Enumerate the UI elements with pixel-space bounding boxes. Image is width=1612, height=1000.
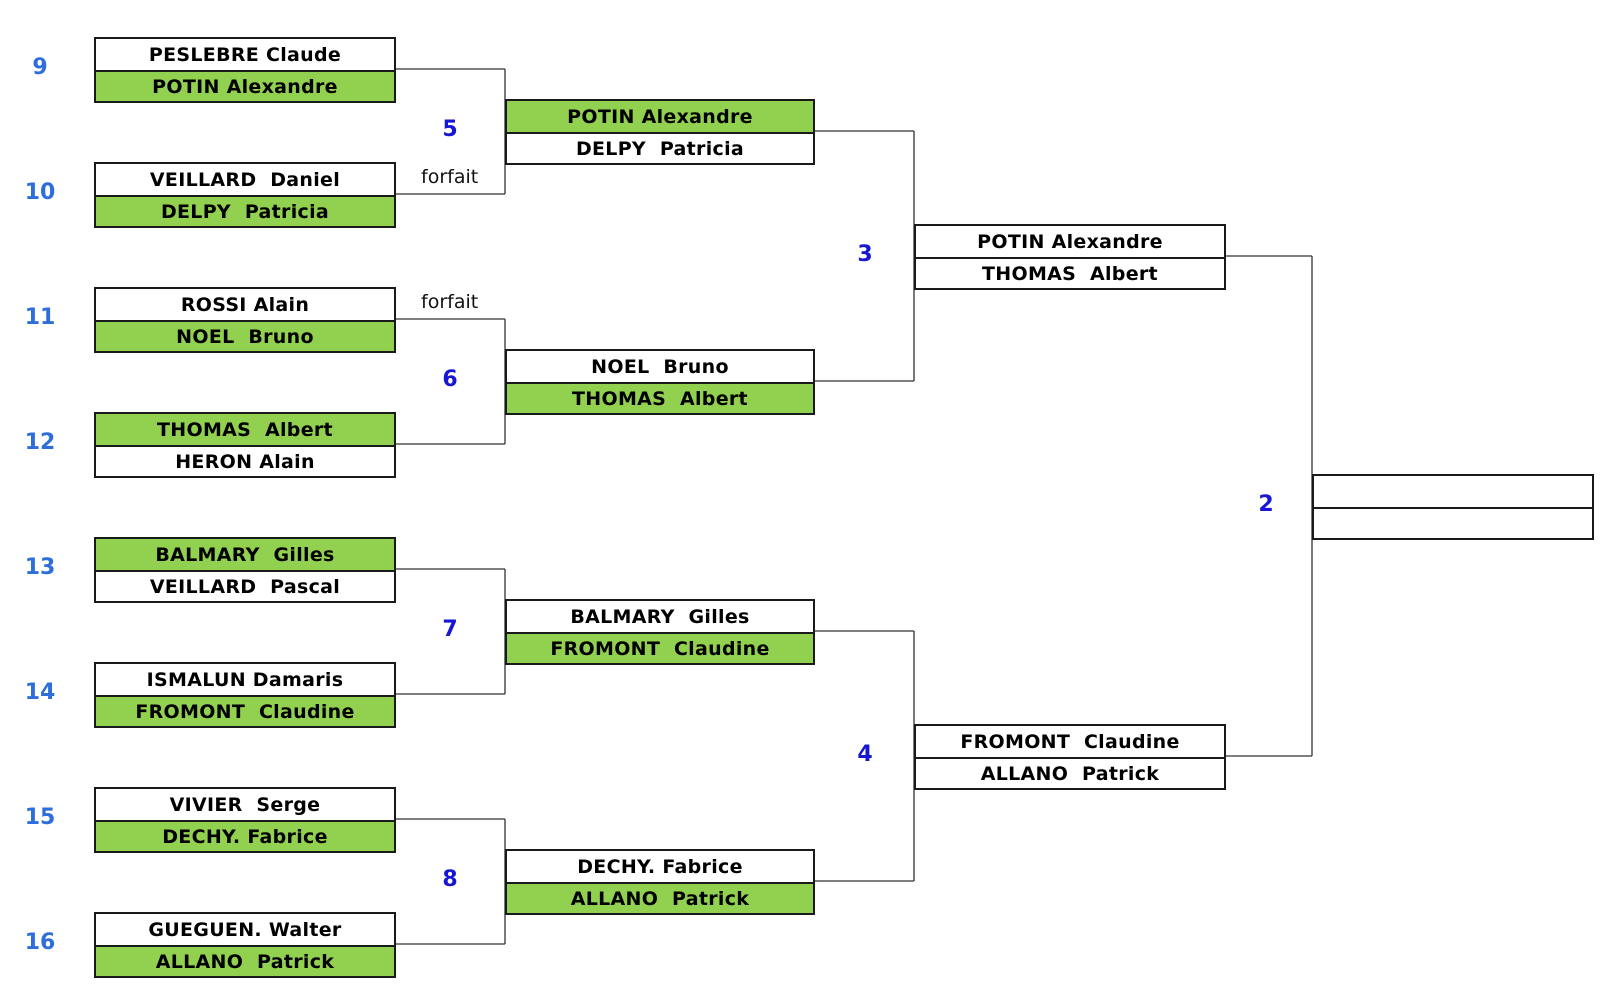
round1-match-1-top-player: PESLEBRE Claude <box>148 43 342 66</box>
seed-number: 10 <box>24 180 56 205</box>
round2-match-3-bottom-player: FROMONT Claudine <box>507 632 813 663</box>
match-number: 7 <box>442 617 458 642</box>
round1-match-1-bottom-player: POTIN Alexandre <box>96 70 394 101</box>
seed-number: 13 <box>24 555 56 580</box>
seed-number: 15 <box>24 805 56 830</box>
seed-number: 16 <box>24 930 56 955</box>
round1-match-5-bottom-player: VEILLARD Pascal <box>96 570 394 601</box>
final-match-box <box>1312 474 1594 540</box>
round1-match-4-top-player: THOMAS Albert <box>96 414 394 445</box>
round1-match-4-bottom-player: HERON Alain <box>96 445 394 476</box>
match-number: 4 <box>857 742 873 767</box>
round1-match-7-top-player: VIVIER Serge <box>169 793 321 816</box>
seed-number: 11 <box>24 305 56 330</box>
round2-match-3-top-player: BALMARY Gilles <box>570 605 750 628</box>
round1-match-2-bottom-player: DELPY Patricia <box>96 195 394 226</box>
round2-match-4-top-player: DECHY. Fabrice <box>577 855 743 878</box>
round1-match-6-bottom-player: FROMONT Claudine <box>96 695 394 726</box>
forfeit-note: forfait <box>421 291 479 313</box>
round1-match-3-top-player: ROSSI Alain <box>180 293 310 316</box>
match-number: 2 <box>1258 492 1274 517</box>
match-number: 6 <box>442 367 458 392</box>
round2-match-2-bottom-player: THOMAS Albert <box>507 382 813 413</box>
round3-match-1-top-player: POTIN Alexandre <box>977 230 1163 253</box>
seed-number: 9 <box>32 55 48 80</box>
seed-number: 14 <box>24 680 56 705</box>
seed-number: 12 <box>24 430 56 455</box>
round2-match-1-bottom-player: DELPY Patricia <box>507 132 813 163</box>
round1-match-7-bottom-player: DECHY. Fabrice <box>96 820 394 851</box>
round3-match-1-bottom-player: THOMAS Albert <box>916 257 1224 288</box>
round3-match-2-top-player: FROMONT Claudine <box>960 730 1180 753</box>
match-number: 8 <box>442 867 458 892</box>
round1-match-2-top-player: VEILLARD Daniel <box>149 168 341 191</box>
round1-match-3-bottom-player: NOEL Bruno <box>96 320 394 351</box>
match-number: 3 <box>857 242 873 267</box>
round1-match-5-top-player: BALMARY Gilles <box>96 539 394 570</box>
round3-match-2-bottom-player: ALLANO Patrick <box>916 757 1224 788</box>
match-number: 5 <box>442 117 458 142</box>
forfeit-note: forfait <box>421 166 479 188</box>
round2-match-1-top-player: POTIN Alexandre <box>507 101 813 132</box>
round1-match-8-top-player: GUEGUEN. Walter <box>148 918 342 941</box>
final-match-bottom-player <box>1314 507 1592 538</box>
round1-match-6-top-player: ISMALUN Damaris <box>146 668 344 691</box>
round2-match-4-bottom-player: ALLANO Patrick <box>507 882 813 913</box>
final-match-top-player <box>1314 476 1592 507</box>
round2-match-2-top-player: NOEL Bruno <box>591 355 729 378</box>
round1-match-8-bottom-player: ALLANO Patrick <box>96 945 394 976</box>
